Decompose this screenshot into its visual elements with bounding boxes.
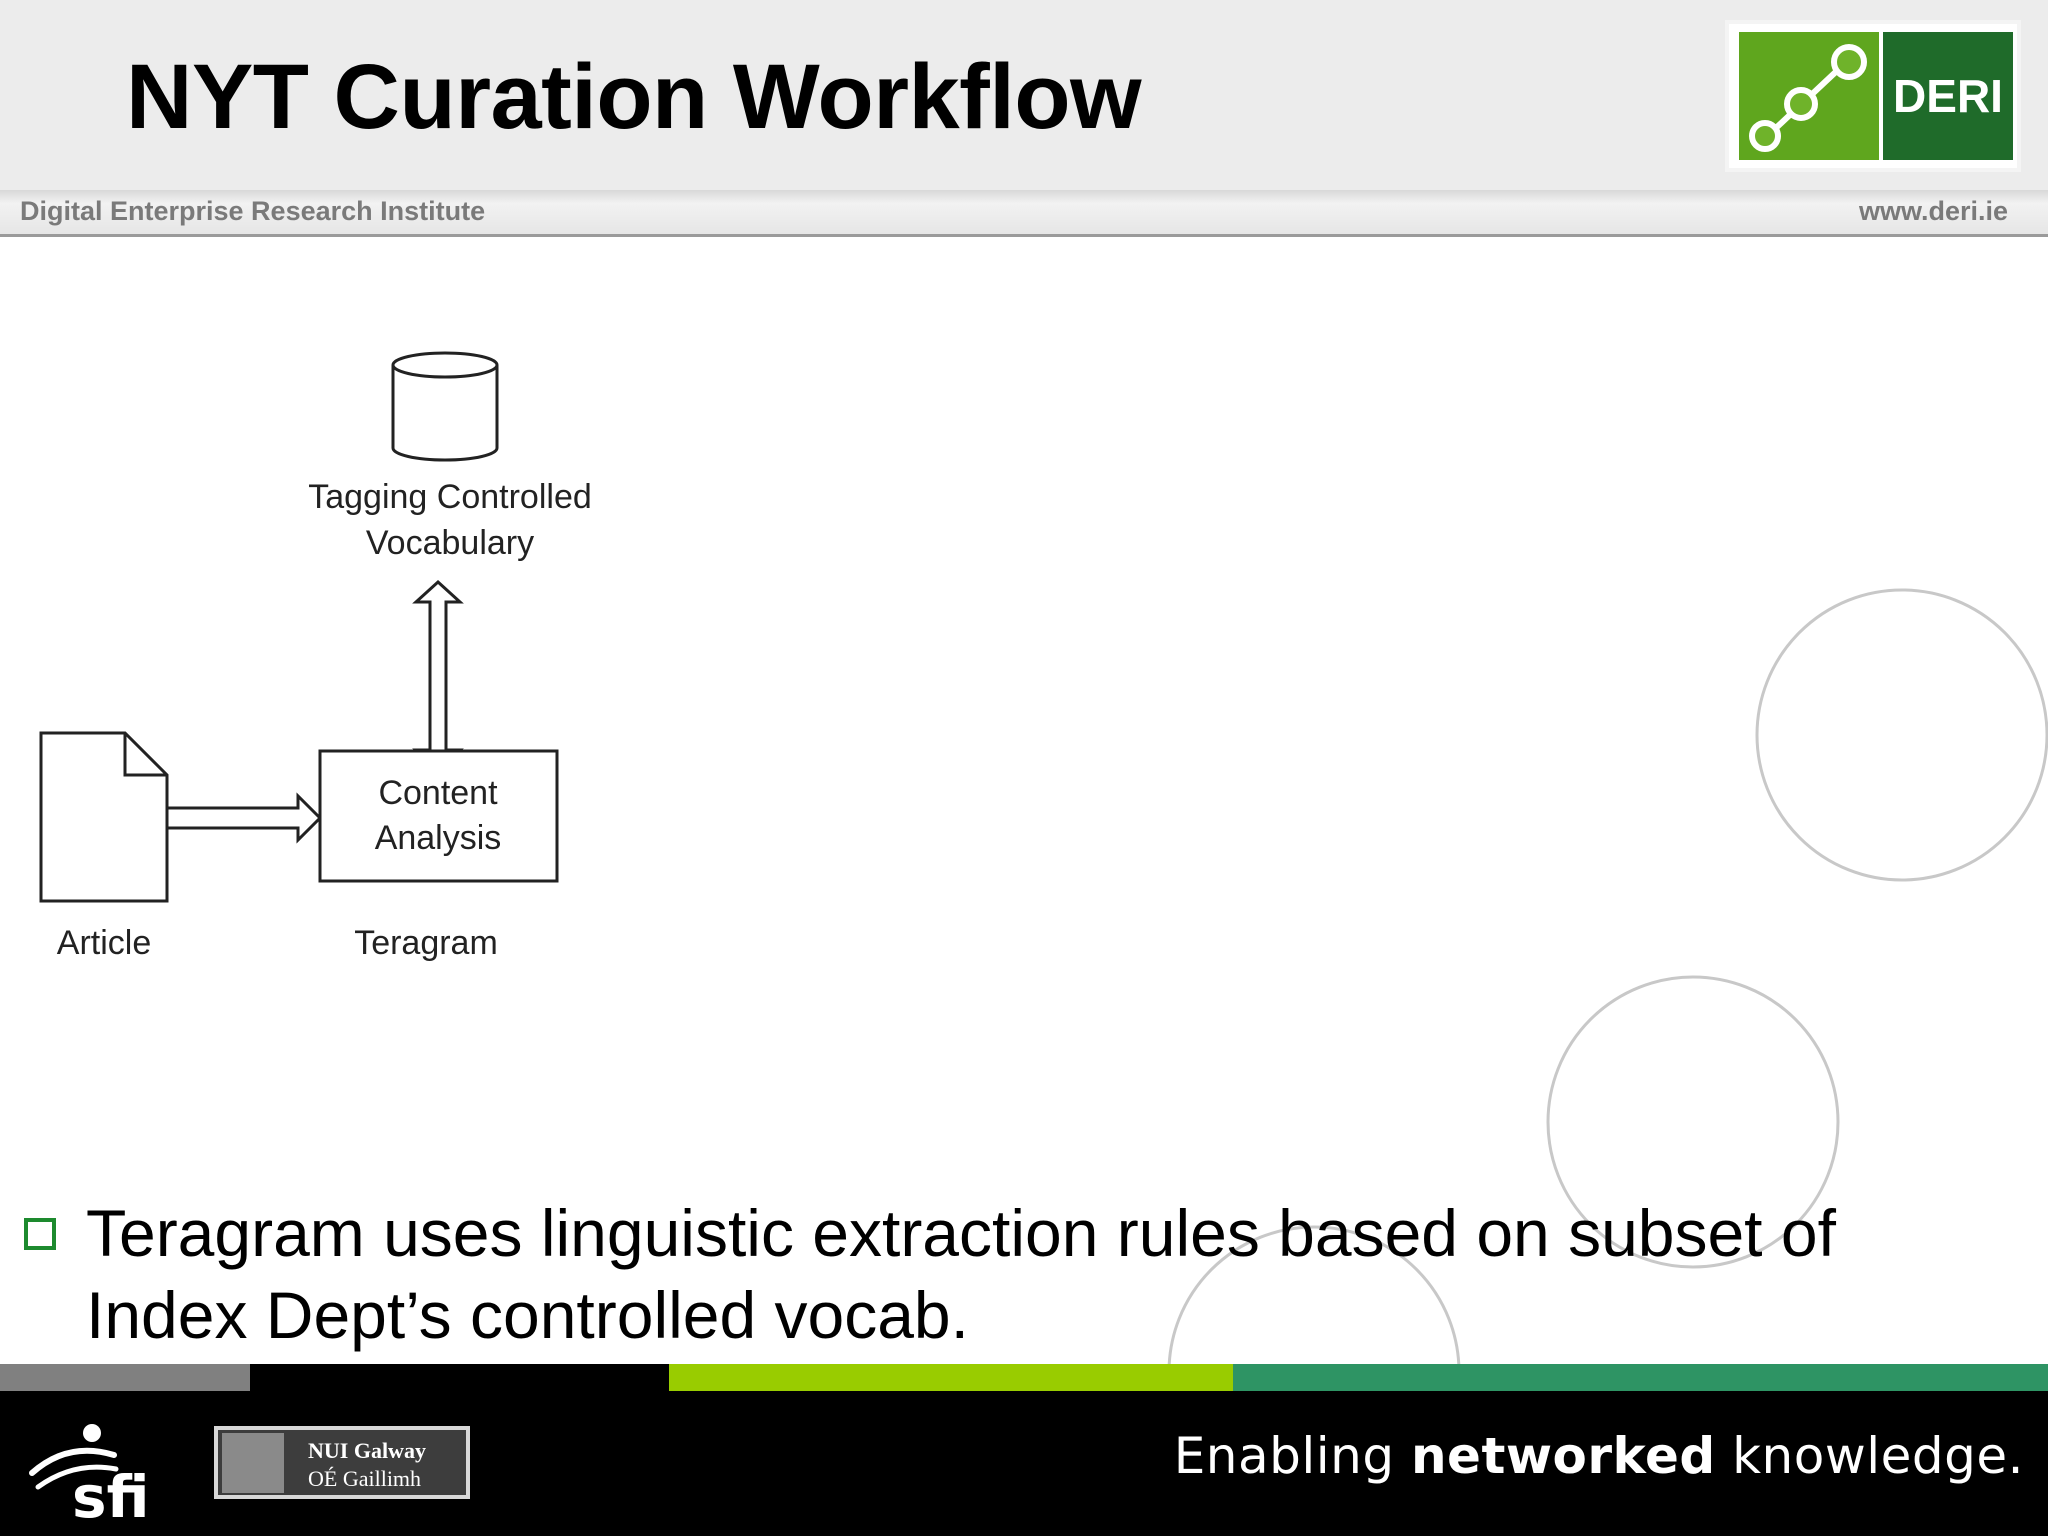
process-label-line2: Analysis [375, 819, 502, 857]
footer-tagline: Enabling networked knowledge. [1174, 1427, 2024, 1485]
website-url[interactable]: www.deri.ie [1858, 196, 2008, 226]
linked-dots-icon [1749, 44, 1867, 152]
sfi-logo-icon: sfi [29, 1424, 150, 1521]
database-icon [391, 351, 499, 462]
vocab-label-line1: Tagging Controlled [308, 478, 592, 516]
right-arrow-icon [165, 792, 323, 844]
process-label-line1: Content [378, 774, 498, 812]
slide-title: NYT Curation Workflow [126, 46, 1142, 148]
teragram-label: Teragram [354, 924, 498, 962]
workflow-diagram: Tagging Controlled Vocabulary Content An… [39, 351, 592, 962]
nui-galway-logo: NUI Galway OÉ Gaillimh [214, 1426, 470, 1499]
tagline-post: knowledge. [1715, 1427, 2024, 1485]
slide-header: NYT Curation Workflow DERI [0, 0, 2048, 190]
logo-dark-panel [1883, 32, 2013, 160]
nui-name-line1: NUI Galway [308, 1438, 426, 1463]
svg-text:sfi: sfi [72, 1463, 150, 1521]
vocab-label-line2: Vocabulary [366, 524, 534, 562]
bidirectional-arrow-icon [412, 579, 464, 773]
tagline-pre: Enabling [1173, 1427, 1411, 1485]
document-icon [39, 731, 169, 903]
strip-gray [0, 1364, 250, 1391]
article-label: Article [57, 924, 151, 962]
institute-name: Digital Enterprise Research Institute [20, 196, 486, 226]
deri-logo: DERI [1725, 20, 2021, 172]
bullet-line-2: Index Dept’s controlled vocab. [86, 1278, 969, 1352]
nui-name-line2: OÉ Gaillimh [308, 1466, 422, 1491]
process-box [318, 749, 559, 883]
university-crest-icon [222, 1433, 284, 1493]
logo-text: DERI [1893, 70, 2003, 122]
deco-circle-1 [1755, 588, 2048, 882]
bullet-line-1: Teragram uses linguistic extraction rule… [86, 1196, 1836, 1270]
slide-footer: sfi NUI Galway OÉ Gaillimh Enabling netw… [0, 1391, 2048, 1536]
strip-teal [1233, 1364, 2048, 1391]
tagline-bold: networked [1410, 1427, 1716, 1485]
header-subbar: Digital Enterprise Research Institute ww… [0, 190, 2048, 237]
strip-lime [669, 1364, 1233, 1391]
bullet-text: Teragram uses linguistic extraction rule… [86, 1192, 1966, 1356]
hollow-square-bullet-icon [24, 1218, 56, 1250]
strip-black [250, 1364, 669, 1391]
